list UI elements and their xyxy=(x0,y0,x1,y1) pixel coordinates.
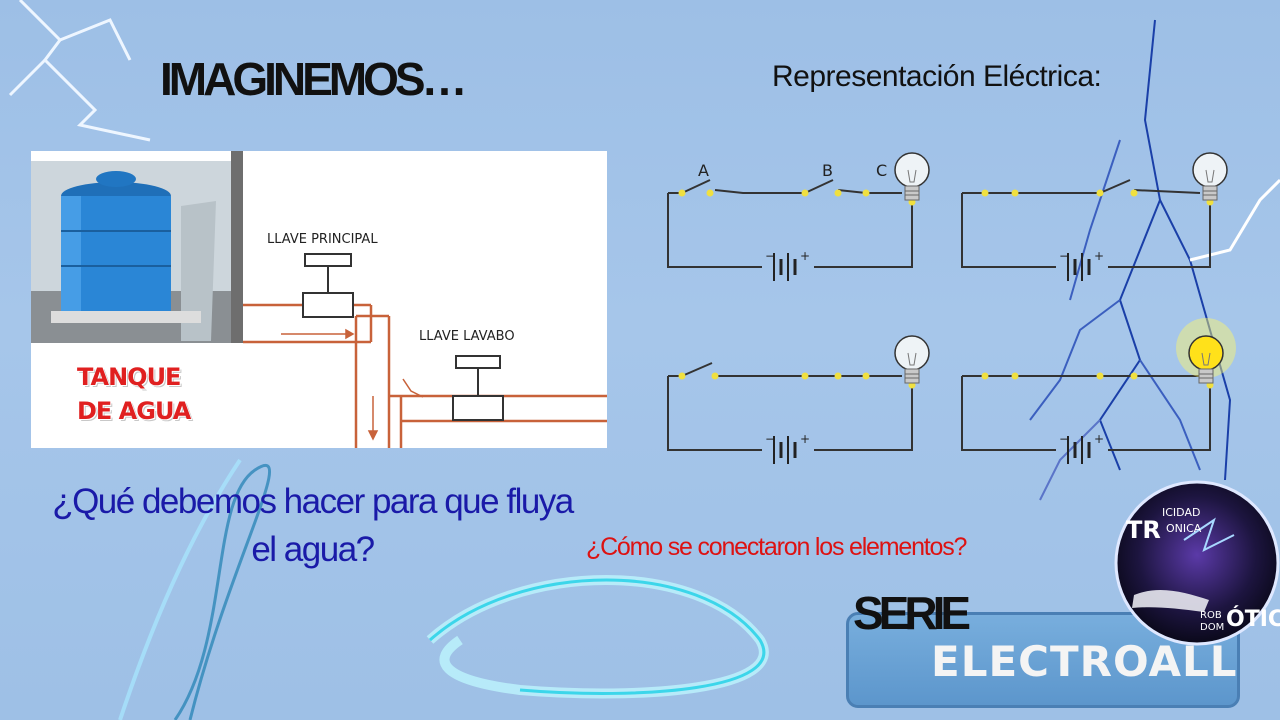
circuit-series-closed: − + xyxy=(961,318,1236,466)
water-tank-diagram: TANQUE DE AGUA LLAVE PRINCIPAL LLAVE LAV… xyxy=(31,151,607,448)
main-valve-label: LLAVE PRINCIPAL xyxy=(267,232,378,247)
logo-text-dom: DOM xyxy=(1200,622,1224,633)
logo-text-otic: ÓTIC xyxy=(1226,606,1280,632)
sink-valve-icon xyxy=(452,355,504,421)
battery-plus-sign: + xyxy=(1094,249,1104,263)
main-valve-icon xyxy=(302,253,354,318)
water-question: ¿Qué debemos hacer para que fluya el agu… xyxy=(52,482,574,569)
circuit-series-two-switches-open: − + A B C xyxy=(667,152,930,283)
swirl-decoration xyxy=(118,458,769,720)
electrical-representation-title: Representación Eléctrica: xyxy=(772,60,1102,93)
tank-label-line2: DE AGUA xyxy=(77,397,191,425)
battery-minus-sign: − xyxy=(765,432,775,446)
series-label: SERIE xyxy=(853,587,971,639)
sink-valve-label: LLAVE LAVABO xyxy=(419,329,515,344)
circuit-diagrams: − + A B C − + − + − + xyxy=(667,152,1236,466)
slide-title: IMAGINEMOS… xyxy=(160,53,468,105)
battery-icon xyxy=(1066,251,1091,283)
spark-icon xyxy=(1183,517,1235,552)
logo-text-rob: ROB xyxy=(1200,610,1222,621)
logo-text-icidad: ICIDAD xyxy=(1162,506,1200,519)
switch-b-label: B xyxy=(822,161,833,180)
battery-icon xyxy=(1066,434,1091,466)
battery-icon xyxy=(772,434,797,466)
battery-plus-sign: + xyxy=(800,432,810,446)
lightning-left-icon xyxy=(8,0,151,142)
logo-text-tr: TR xyxy=(1126,516,1161,544)
battery-icon xyxy=(772,251,797,283)
battery-plus-sign: + xyxy=(1094,432,1104,446)
pipe-diagram xyxy=(31,151,607,448)
electroall-logo: TR ICIDAD ONICA ROB DOM ÓTIC xyxy=(1114,480,1280,646)
lamp-c-label: C xyxy=(876,161,887,180)
circuit-series-one-switch-open: − + xyxy=(961,152,1228,283)
battery-minus-sign: − xyxy=(765,249,775,263)
battery-minus-sign: − xyxy=(1059,432,1069,446)
water-tank-photo xyxy=(31,151,243,343)
hand-graphic xyxy=(1132,590,1209,612)
battery-plus-sign: + xyxy=(800,249,810,263)
circuit-question: ¿Cómo se conectaron los elementos? xyxy=(586,533,967,561)
battery-minus-sign: − xyxy=(1059,249,1069,263)
lightning-right-icon xyxy=(1029,19,1280,501)
flow-arrows xyxy=(281,328,424,441)
switch-a-label: A xyxy=(698,161,709,180)
logo-text-onica: ONICA xyxy=(1166,522,1202,535)
brand-name: ELECTROALL xyxy=(931,637,1238,686)
pipe-lines xyxy=(243,303,607,448)
circuit-series-first-switch-open: − + xyxy=(667,335,930,466)
tank-label-line1: TANQUE xyxy=(77,363,181,391)
